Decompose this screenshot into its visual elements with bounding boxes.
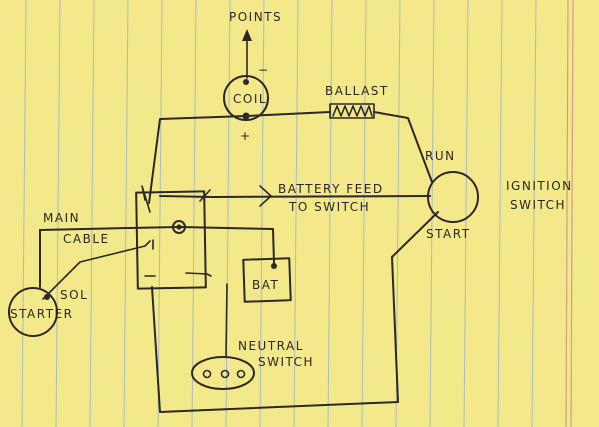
margin-line [565,0,569,427]
points-arrow-icon [242,29,252,41]
coil-negative-terminal [243,79,249,85]
coil-label: COIL [233,92,267,106]
ballast-resistor: BALLAST [325,84,389,119]
coil-to-relay-wire [148,115,247,204]
main-cable-wire [39,226,179,231]
solenoid-wire [42,240,151,300]
battery-feed-note: BATTERY FEED TO SWITCH [278,182,384,214]
ballast-label: BALLAST [325,84,389,98]
bat-label: BAT [252,278,279,292]
ignition-label: IGNITION [506,179,573,193]
starter-motor: SOL STARTER [8,287,88,337]
ignition-switch-circle [427,171,479,223]
ignition-switch: RUN START IGNITION SWITCH [425,149,573,241]
sol-label: SOL [60,288,88,302]
battery-feed-label: BATTERY FEED [278,182,384,196]
relay-center-stud [172,220,186,234]
neutral-terminal-right [236,369,246,379]
battery-box [242,257,292,303]
coil-to-ballast-wire [245,111,331,117]
battery: BAT [242,257,292,303]
ballast-to-run-wire [373,111,433,183]
ballast-box [329,103,375,119]
battery-feed-wire [159,195,431,198]
neutral-switch-wire [225,283,228,358]
run-label: RUN [425,149,456,163]
relay-center-stud-core [176,224,182,230]
neutral-terminal-middle [220,369,230,379]
main-label: MAIN [43,211,80,225]
wiring [39,111,439,413]
bat-positive-wire [179,226,275,264]
relay-to-neutral-wire [185,272,212,277]
starter-relay [135,190,207,290]
coil-circle [223,75,269,121]
points-label: POINTS [229,10,282,24]
neutral-switch-label: SWITCH [258,355,314,369]
main-cable-note: MAIN CABLE [43,211,110,246]
ignition-coil: COIL − + [223,63,270,143]
ballast-zigzag-icon [332,105,373,117]
starter-label: STARTER [10,307,73,321]
neutral-safety-switch: NEUTRAL SWITCH [191,339,314,390]
solenoid-terminal [44,294,50,300]
cable-label: CABLE [63,232,110,246]
battery-terminal [271,263,277,269]
neutral-switch-body [191,356,255,390]
battery-feed-arrow-icon [259,185,272,207]
starter-circle [8,287,58,337]
points-terminal: POINTS [229,10,282,79]
relay-spring-contact [141,185,151,213]
neutral-label: NEUTRAL [238,339,304,353]
to-switch-label: TO SWITCH [288,200,370,214]
start-label: START [426,227,471,241]
margin-line-second [570,0,574,427]
ruled-lines [21,0,537,427]
start-circuit-wire [151,211,439,413]
ignition-switch-label: SWITCH [510,198,566,212]
relay-box [135,190,207,290]
neutral-terminal-left [202,369,212,379]
coil-plus-sign: + [240,129,252,143]
coil-minus-sign: − [258,63,270,77]
